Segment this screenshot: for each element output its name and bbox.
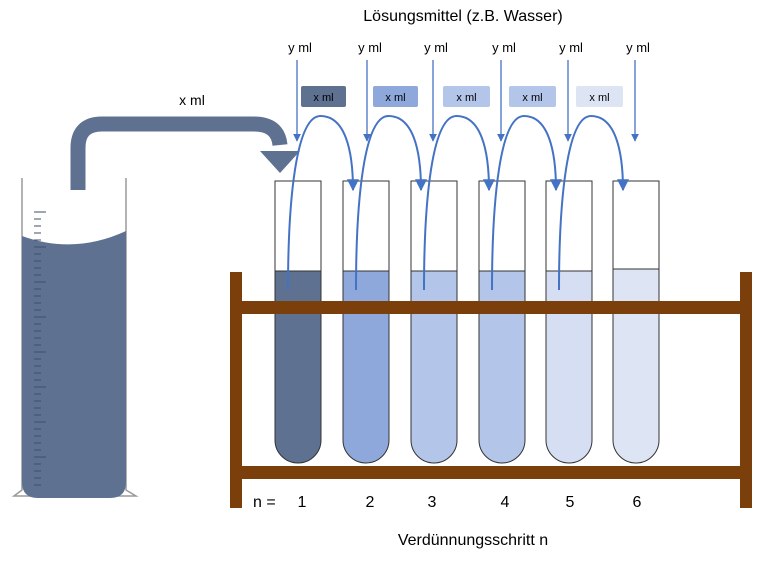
- transfer-chip-5: x ml: [576, 86, 623, 107]
- chip-label: x ml: [385, 92, 405, 104]
- tube-outline: [274, 180, 322, 464]
- cylinder-scale: [34, 211, 46, 486]
- rack-top-bar: [242, 301, 740, 314]
- tube-liquid: [275, 271, 321, 463]
- n-prefix: n =: [253, 494, 276, 511]
- solvent-arrows: y ml y ml y ml y ml y ml y ml: [288, 40, 650, 142]
- bottom-label: Verdünnungsschritt n: [398, 532, 548, 549]
- tube-outline: [478, 180, 526, 464]
- tube-liquid: [479, 271, 525, 463]
- test-tube-6: [612, 180, 660, 464]
- tube-outline: [410, 180, 458, 464]
- step-number-3: 3: [428, 494, 437, 511]
- test-tube-2: [342, 180, 390, 464]
- test-tube-5: [545, 180, 593, 464]
- test-tubes: [274, 180, 660, 464]
- test-tube-1: [274, 180, 322, 464]
- transfer-chips: x ml x ml x ml x ml x ml: [301, 86, 623, 107]
- step-number-4: 4: [501, 494, 510, 511]
- transfer-chip-3: x ml: [443, 86, 490, 107]
- tube-liquid: [343, 271, 389, 463]
- transfer-arrow-head: [260, 151, 300, 173]
- transfer-arc-3: [423, 114, 495, 291]
- solvent-title: Lösungsmittel (z.B. Wasser): [363, 8, 562, 25]
- transfer-arc-5: [558, 114, 629, 291]
- step-number-1: 1: [298, 494, 307, 511]
- solvent-amount-label: y ml: [424, 40, 448, 55]
- transfer-arc-1: [287, 114, 359, 291]
- chip-box: [373, 86, 418, 107]
- graduated-cylinder: [11, 178, 139, 498]
- solvent-amount-label: y ml: [492, 40, 516, 55]
- tube-outline: [545, 180, 593, 464]
- test-tube-4: [478, 180, 526, 464]
- solvent-amount-label: y ml: [288, 40, 312, 55]
- transfer-label: x ml: [179, 92, 205, 108]
- test-tube-3: [410, 180, 458, 464]
- tube-outline: [612, 180, 660, 464]
- rack-back: [230, 272, 752, 508]
- chip-label: x ml: [456, 92, 476, 104]
- step-numbers: 1 2 3 4 5 6: [298, 494, 642, 511]
- chip-box: [576, 86, 623, 107]
- chip-box: [301, 86, 346, 107]
- transfer-arcs: [287, 114, 629, 291]
- step-number-6: 6: [633, 494, 642, 511]
- tube-liquid: [546, 271, 592, 463]
- solvent-amount-label: y ml: [626, 40, 650, 55]
- chip-label: x ml: [313, 92, 333, 104]
- tube-liquid: [613, 269, 659, 463]
- tube-outline: [342, 180, 390, 464]
- transfer-chip-4: x ml: [509, 86, 556, 107]
- transfer-chip-2: x ml: [373, 86, 418, 107]
- transfer-chip-1: x ml: [301, 86, 346, 107]
- chip-label: x ml: [522, 92, 542, 104]
- transfer-arc-2: [355, 114, 427, 291]
- chip-box: [443, 86, 490, 107]
- step-number-2: 2: [366, 494, 375, 511]
- tube-liquid: [411, 271, 457, 463]
- step-number-5: 5: [566, 494, 575, 511]
- transfer-arc-4: [491, 114, 562, 291]
- transfer-pipe-arrow: [70, 116, 288, 190]
- chip-label: x ml: [589, 92, 609, 104]
- solvent-amount-label: y ml: [559, 40, 583, 55]
- chip-box: [509, 86, 556, 107]
- solvent-amount-label: y ml: [358, 40, 382, 55]
